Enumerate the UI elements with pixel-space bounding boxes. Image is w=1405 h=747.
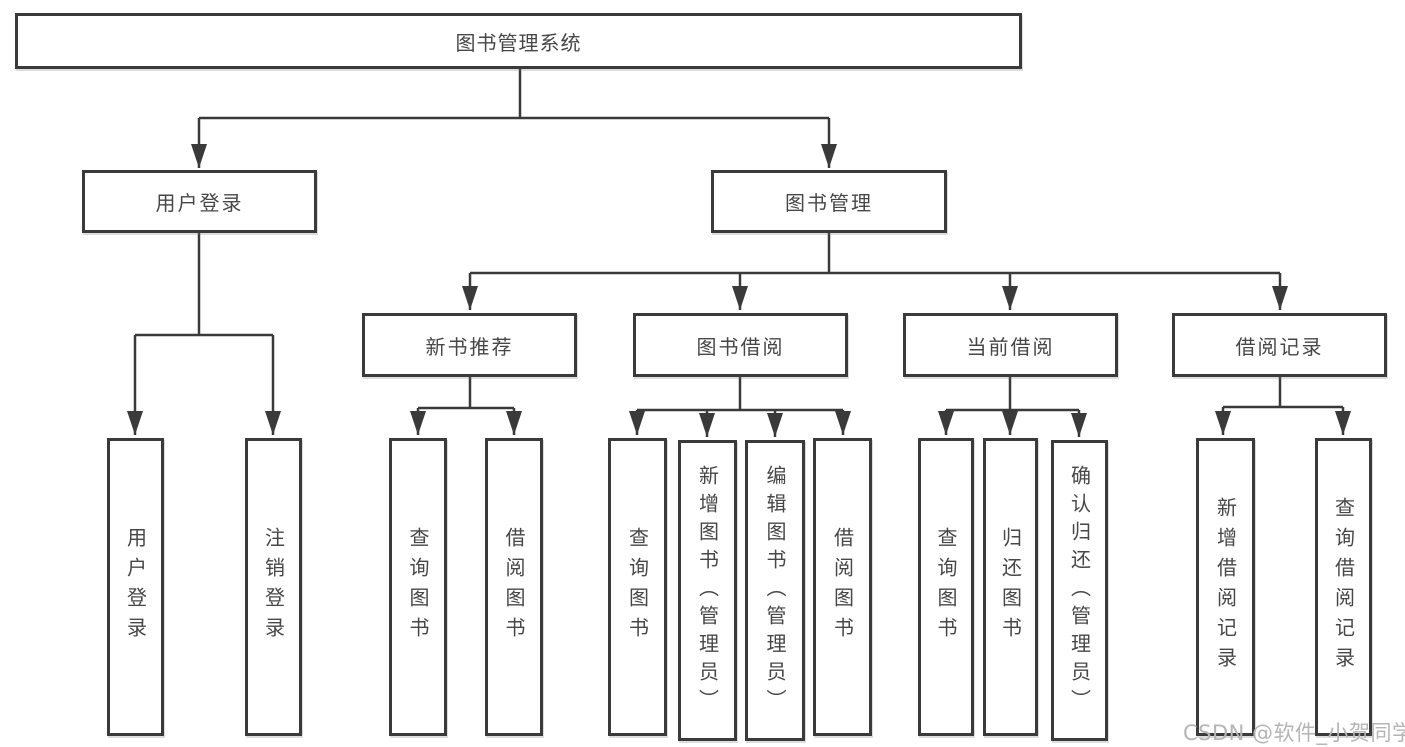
node-label: 借阅图书 <box>830 527 855 647</box>
node-label: 图书管理 <box>785 191 873 215</box>
node-label: 编辑图书（管理员） <box>763 464 787 717</box>
node-book-borrowing: 图书借阅 <box>633 313 848 377</box>
node-label: 图书借阅 <box>696 334 785 359</box>
leaf-confirm-return-admin: 确认归还（管理员） <box>1051 440 1108 741</box>
node-label: 借阅记录 <box>1235 334 1324 359</box>
node-current-borrowing: 当前借阅 <box>903 313 1118 377</box>
node-label: 归还图书 <box>998 527 1023 647</box>
node-new-book-recommendation: 新书推荐 <box>362 313 577 377</box>
node-label: 查询图书 <box>934 527 958 647</box>
leaf-user-login: 用户登录 <box>107 438 164 736</box>
node-label: 借阅图书 <box>502 527 526 647</box>
leaf-borrow-books-borrowing: 借阅图书 <box>813 438 872 736</box>
node-label: 新书推荐 <box>425 334 514 359</box>
node-label: 新增图书（管理员） <box>695 464 720 717</box>
node-label: 图书管理系统 <box>455 30 582 55</box>
node-label: 查询图书 <box>406 527 430 647</box>
node-label: 注销登录 <box>261 527 286 647</box>
leaf-edit-books-admin: 编辑图书（管理员） <box>745 440 805 741</box>
node-label: 查询借阅记录 <box>1331 497 1356 677</box>
node-label: 用户登录 <box>155 191 244 215</box>
leaf-query-borrow-record: 查询借阅记录 <box>1315 438 1372 736</box>
leaf-query-books-borrowing: 查询图书 <box>608 438 667 736</box>
node-label: 当前借阅 <box>966 334 1055 359</box>
node-library-management-system: 图书管理系统 <box>15 13 1022 69</box>
node-label: 用户登录 <box>123 527 148 647</box>
node-borrowing-records: 借阅记录 <box>1172 313 1387 377</box>
node-label: 确认归还（管理员） <box>1067 464 1092 717</box>
node-label: 查询图书 <box>625 527 650 647</box>
leaf-logout: 注销登录 <box>245 438 302 736</box>
node-book-management: 图书管理 <box>711 170 947 233</box>
node-user-login: 用户登录 <box>82 170 317 233</box>
leaf-return-books: 归还图书 <box>983 438 1038 736</box>
watermark: CSDN @软件_小贺同学 <box>1183 721 1405 745</box>
leaf-query-books-current: 查询图书 <box>918 438 974 736</box>
leaf-query-books-recommend: 查询图书 <box>389 438 447 736</box>
leaf-add-books-admin: 新增图书（管理员） <box>678 440 737 741</box>
leaf-add-borrow-record: 新增借阅记录 <box>1196 438 1255 736</box>
leaf-borrow-books-recommend: 借阅图书 <box>485 438 543 736</box>
node-label: 新增借阅记录 <box>1213 497 1238 677</box>
